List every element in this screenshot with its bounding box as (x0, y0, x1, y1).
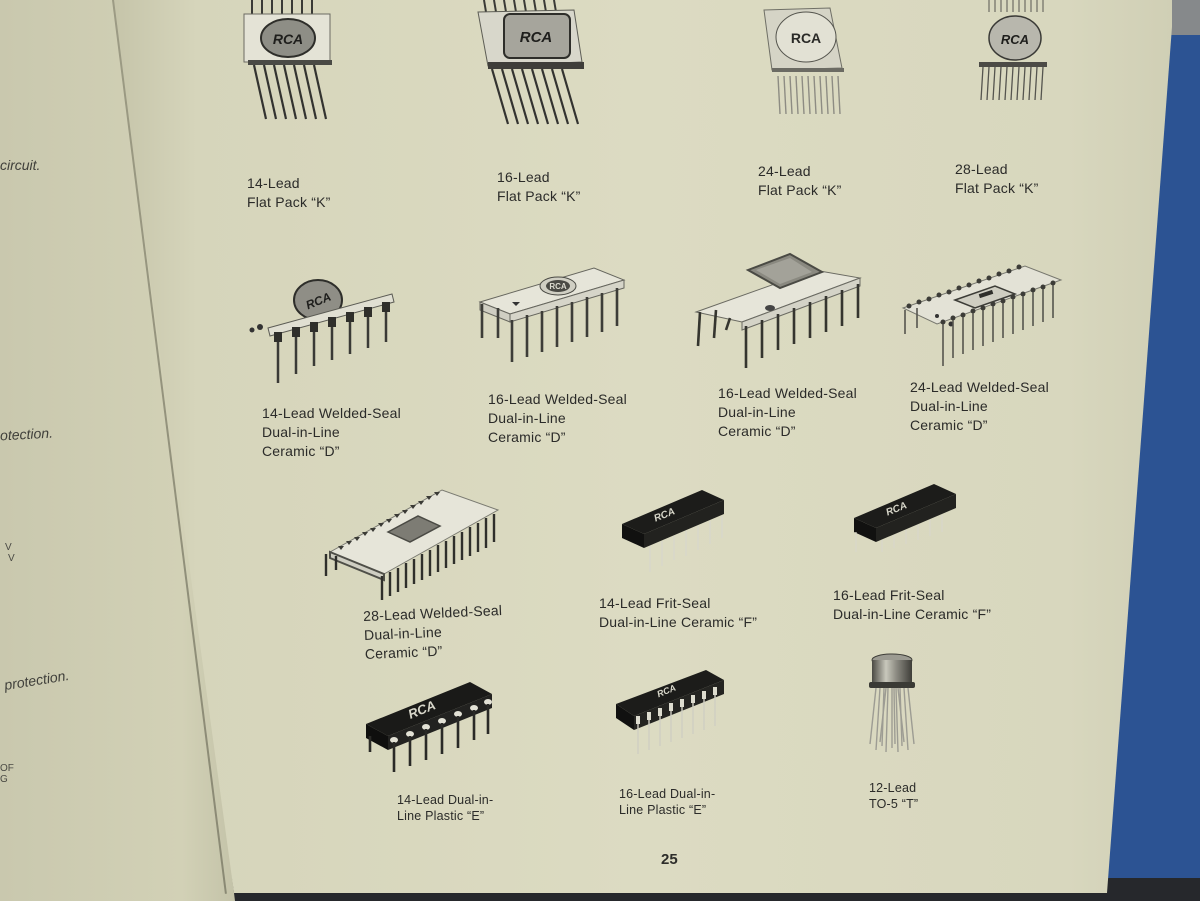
package-caption-frit-seal-dip-14: 14-Lead Frit-Seal Dual-in-Line Ceramic “… (599, 595, 758, 630)
svg-text:RCA: RCA (791, 30, 821, 46)
svg-text:RCA: RCA (1001, 32, 1029, 47)
left-page-fragment: circuit. (0, 157, 41, 173)
page-number: 25 (661, 851, 678, 868)
left-page-fragment: OF (0, 763, 14, 774)
package-caption-flat-pack-24: 24-Lead Flat Pack “K” (758, 163, 842, 198)
package-caption-flat-pack-16: 16-Lead Flat Pack “K” (497, 169, 581, 204)
flat-pack-28-icon: RCA (975, 0, 1055, 102)
frit-seal-dip-14-icon: RCA (620, 484, 726, 574)
package-caption-welded-seal-dip-16-square-lid: 16-Lead Welded-Seal Dual-in-Line Ceramic… (718, 385, 857, 439)
flat-pack-24-icon: RCA (762, 4, 852, 116)
left-page-fragment: G (0, 774, 8, 785)
svg-text:RCA: RCA (273, 31, 303, 47)
welded-seal-dip-24-icon (897, 254, 1067, 370)
welded-seal-dip-28-icon (322, 480, 502, 602)
left-page-fragment: V (5, 542, 12, 553)
left-page-fragment: otection. (0, 424, 54, 444)
package-caption-welded-seal-dip-14: 14-Lead Welded-Seal Dual-in-Line Ceramic… (262, 405, 401, 459)
frit-seal-dip-16-icon: RCA (852, 482, 958, 556)
flat-pack-14-icon: RCA (238, 0, 338, 122)
package-caption-flat-pack-28: 28-Lead Flat Pack “K” (955, 161, 1039, 196)
package-caption-flat-pack-14: 14-Lead Flat Pack “K” (247, 175, 331, 210)
welded-seal-dip-14-icon: RCA (248, 278, 398, 386)
package-caption-frit-seal-dip-16: 16-Lead Frit-Seal Dual-in-Line Ceramic “… (833, 587, 992, 622)
catalog-page (112, 0, 1172, 893)
package-caption-welded-seal-dip-28: 28-Lead Welded-Seal Dual-in-Line Ceramic… (362, 601, 503, 663)
svg-text:RCA: RCA (520, 29, 553, 46)
welded-seal-dip-16-icon: RCA (476, 258, 626, 368)
plastic-dip-16-icon: RCA (614, 666, 726, 758)
svg-text:RCA: RCA (549, 282, 567, 291)
welded-seal-dip-16-square-lid-icon (694, 248, 864, 372)
package-caption-plastic-dip-14: 14-Lead Dual-in- Line Plastic “E” (397, 793, 494, 823)
to5-can-12-icon (866, 652, 922, 754)
package-caption-welded-seal-dip-24: 24-Lead Welded-Seal Dual-in-Line Ceramic… (910, 379, 1049, 433)
package-caption-to5-can-12: 12-Lead TO-5 “T” (869, 781, 919, 811)
package-caption-plastic-dip-16: 16-Lead Dual-in- Line Plastic “E” (619, 787, 716, 817)
flat-pack-16-icon: RCA (470, 0, 590, 126)
package-caption-welded-seal-dip-16: 16-Lead Welded-Seal Dual-in-Line Ceramic… (488, 391, 627, 445)
left-page-fragment: V (8, 553, 15, 564)
plastic-dip-14-icon: RCA (364, 674, 494, 774)
